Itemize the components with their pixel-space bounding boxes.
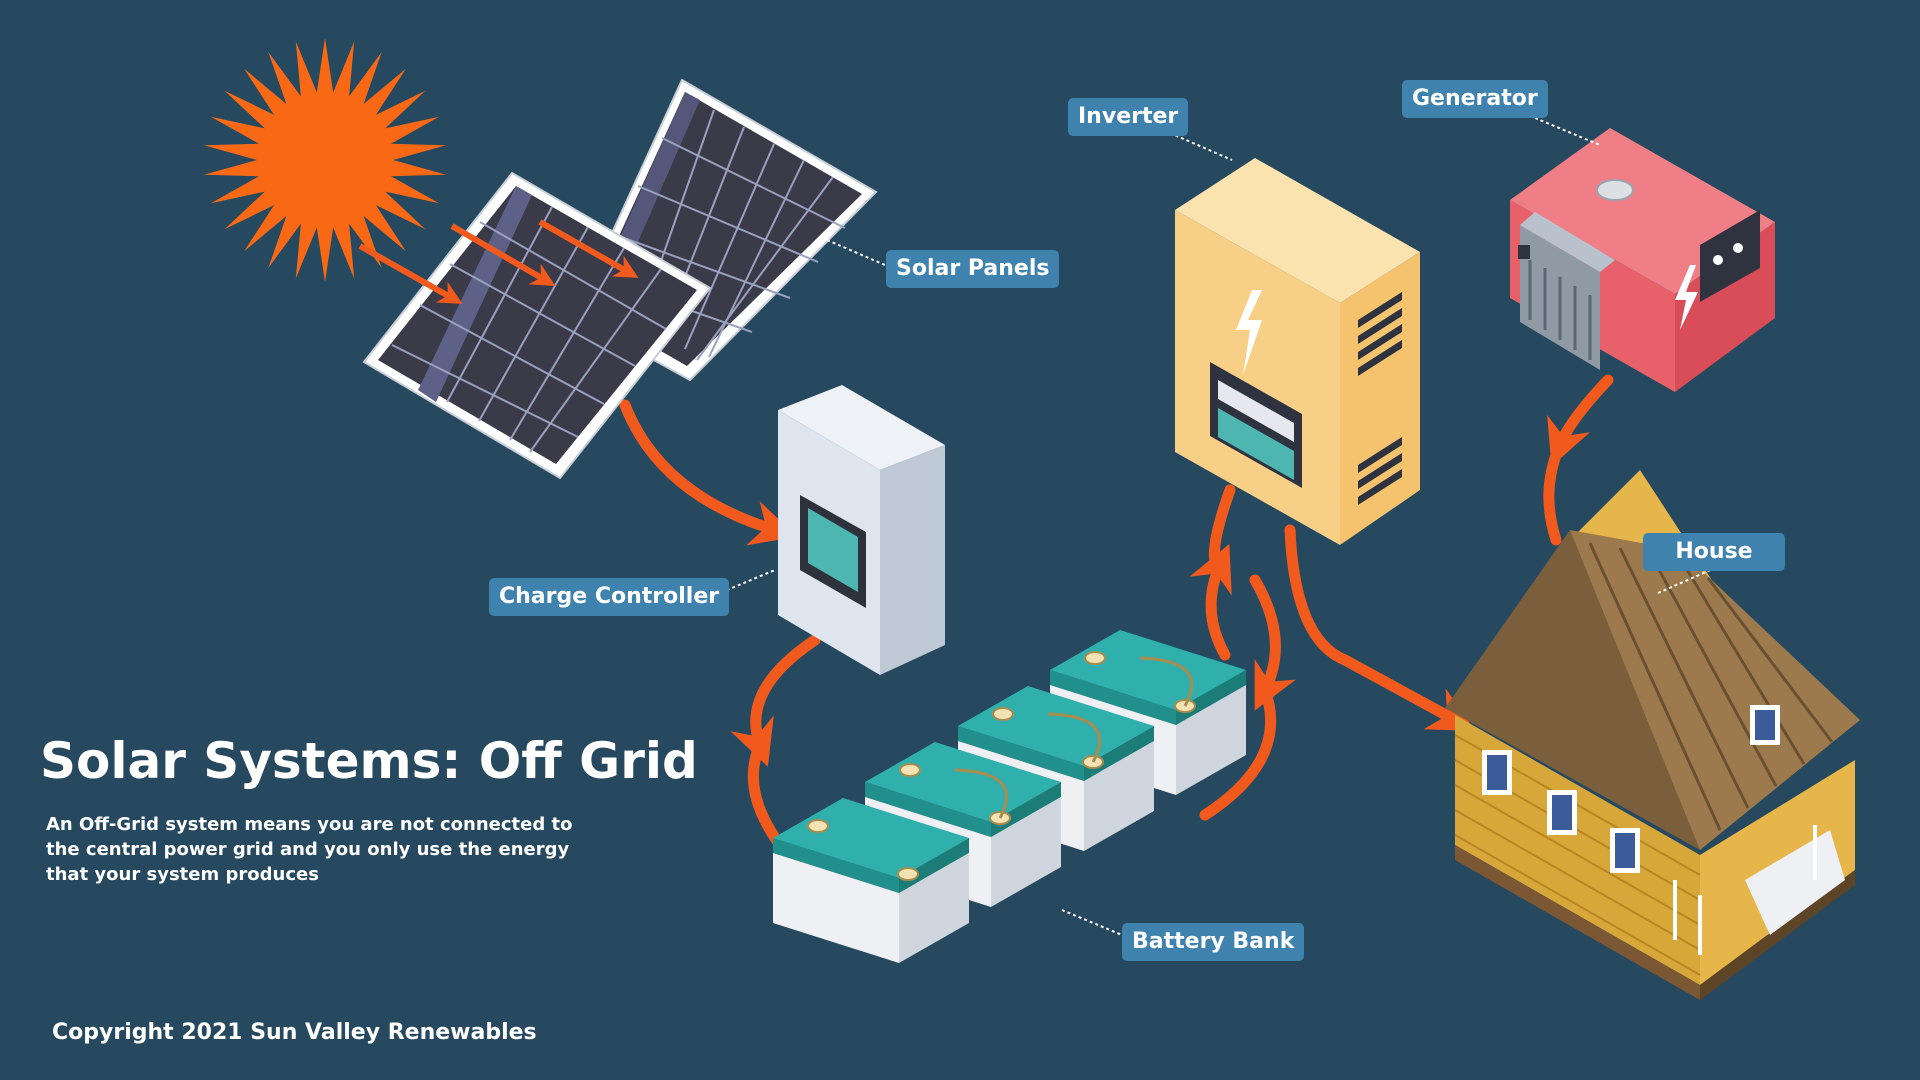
label-inverter: Inverter <box>1068 98 1189 136</box>
sun-icon <box>203 38 447 282</box>
arrow-inverter-batteries-up <box>1189 543 1232 661</box>
inverter-illustration <box>1175 158 1420 545</box>
arrow-inverter-out-left <box>1208 484 1236 576</box>
description-text: An Off-Grid system means you are not con… <box>46 814 573 885</box>
label-house: House <box>1643 533 1785 571</box>
page-title: Solar Systems: Off Grid <box>40 732 698 790</box>
arrow-generator-to-house-tail <box>1543 439 1566 546</box>
battery-2 <box>865 742 1061 907</box>
leader-lines <box>709 117 1716 936</box>
arrow-generator-to-house <box>1547 374 1614 467</box>
house-illustration <box>1445 470 1860 1000</box>
solar-panels-illustration <box>358 78 878 480</box>
label-generator: Generator <box>1402 80 1548 118</box>
label-charge-controller: Charge Controller <box>489 578 730 616</box>
arrow-panels-to-controller <box>619 399 798 546</box>
arrow-batteries-loop <box>1199 684 1277 821</box>
arrow-inverter-batteries-down <box>1249 574 1296 711</box>
charge-controller-illustration <box>778 385 945 675</box>
arrow-controller-to-batteries <box>730 634 821 767</box>
arrow-batteries-return <box>747 739 786 851</box>
label-battery-bank: Battery Bank <box>1122 923 1305 961</box>
battery-bank-illustration <box>773 630 1246 963</box>
flow-arrows <box>619 374 1614 851</box>
generator-illustration <box>1510 128 1775 392</box>
copyright-text: Copyright 2021 Sun Valley Renewables <box>52 1020 537 1045</box>
label-solar-panels: Solar Panels <box>886 250 1060 288</box>
battery-1 <box>773 798 969 963</box>
arrow-inverter-to-house <box>1284 524 1476 732</box>
